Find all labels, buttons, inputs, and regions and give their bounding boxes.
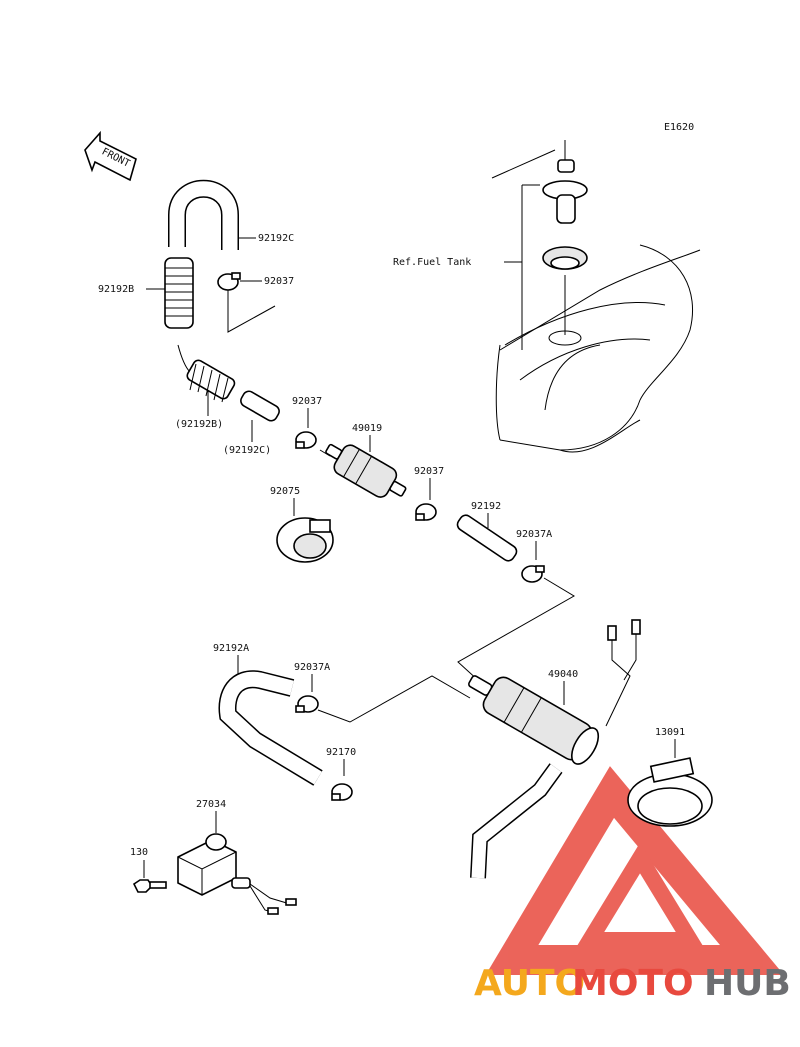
hose-routing <box>227 290 276 333</box>
part-label: 92170 <box>326 747 356 758</box>
watermark-logo-icon <box>485 766 785 975</box>
hose-92192 <box>456 514 518 562</box>
watermark-hub: HUB <box>704 963 791 1004</box>
clamp-92037-mid <box>295 431 317 449</box>
connector-icon <box>631 619 641 635</box>
clamp-92037a <box>521 565 545 583</box>
clamp-92037a-second <box>295 695 319 713</box>
hose-routing <box>457 577 575 683</box>
watermark-moto: MOTO <box>572 963 694 1004</box>
relay-27034 <box>177 833 297 915</box>
part-label: 92192C <box>258 233 294 244</box>
hose-92192c-alt <box>240 390 280 422</box>
part-label: 92037A <box>516 529 552 540</box>
part-label: 49040 <box>548 669 578 680</box>
protector-92192b-alt <box>177 344 236 403</box>
hose-92192a <box>218 670 323 786</box>
clamp-92170 <box>331 783 353 801</box>
hose-routing <box>317 675 471 723</box>
clamp-92037 <box>217 272 241 291</box>
part-label: 130 <box>130 847 148 858</box>
pump-wire <box>623 632 637 681</box>
part-label: 92192A <box>213 643 249 654</box>
watermark-brand: AUTO MOTO HUB <box>474 963 791 1004</box>
connector-icon <box>607 625 617 641</box>
pump-outlet-hose <box>470 763 563 879</box>
part-label: 27034 <box>196 799 226 810</box>
ref-fuel-tank-label: Ref.Fuel Tank <box>393 257 471 268</box>
pump-holder-13091 <box>627 757 713 827</box>
part-label: (92192C) <box>223 445 271 456</box>
ref-leader <box>504 184 540 350</box>
fuel-tank <box>491 149 701 453</box>
fuel-pump-49040 <box>468 675 600 765</box>
part-label: 92037 <box>264 276 294 287</box>
front-arrow-icon: FRONT <box>84 130 137 182</box>
part-label: 92037A <box>294 662 330 673</box>
protector-92192b <box>164 257 194 329</box>
diagram-code: E1620 <box>664 122 694 133</box>
pump-wire <box>605 638 631 727</box>
watermark-auto: AUTO <box>474 963 585 1004</box>
tank-fitting <box>542 140 588 335</box>
part-label: 49019 <box>352 423 382 434</box>
part-label: 92192B <box>98 284 134 295</box>
part-label: 92192 <box>471 501 501 512</box>
part-label: 92037 <box>292 396 322 407</box>
part-label: 13091 <box>655 727 685 738</box>
part-label: 92075 <box>270 486 300 497</box>
filter-holder-92075 <box>276 517 334 563</box>
fuel-filter-49019 <box>325 443 407 498</box>
hose-92192c <box>168 179 239 250</box>
clamp-92037-right <box>415 503 437 521</box>
part-label: (92192B) <box>175 419 223 430</box>
bolt-130 <box>132 879 167 893</box>
part-label: 92037 <box>414 466 444 477</box>
